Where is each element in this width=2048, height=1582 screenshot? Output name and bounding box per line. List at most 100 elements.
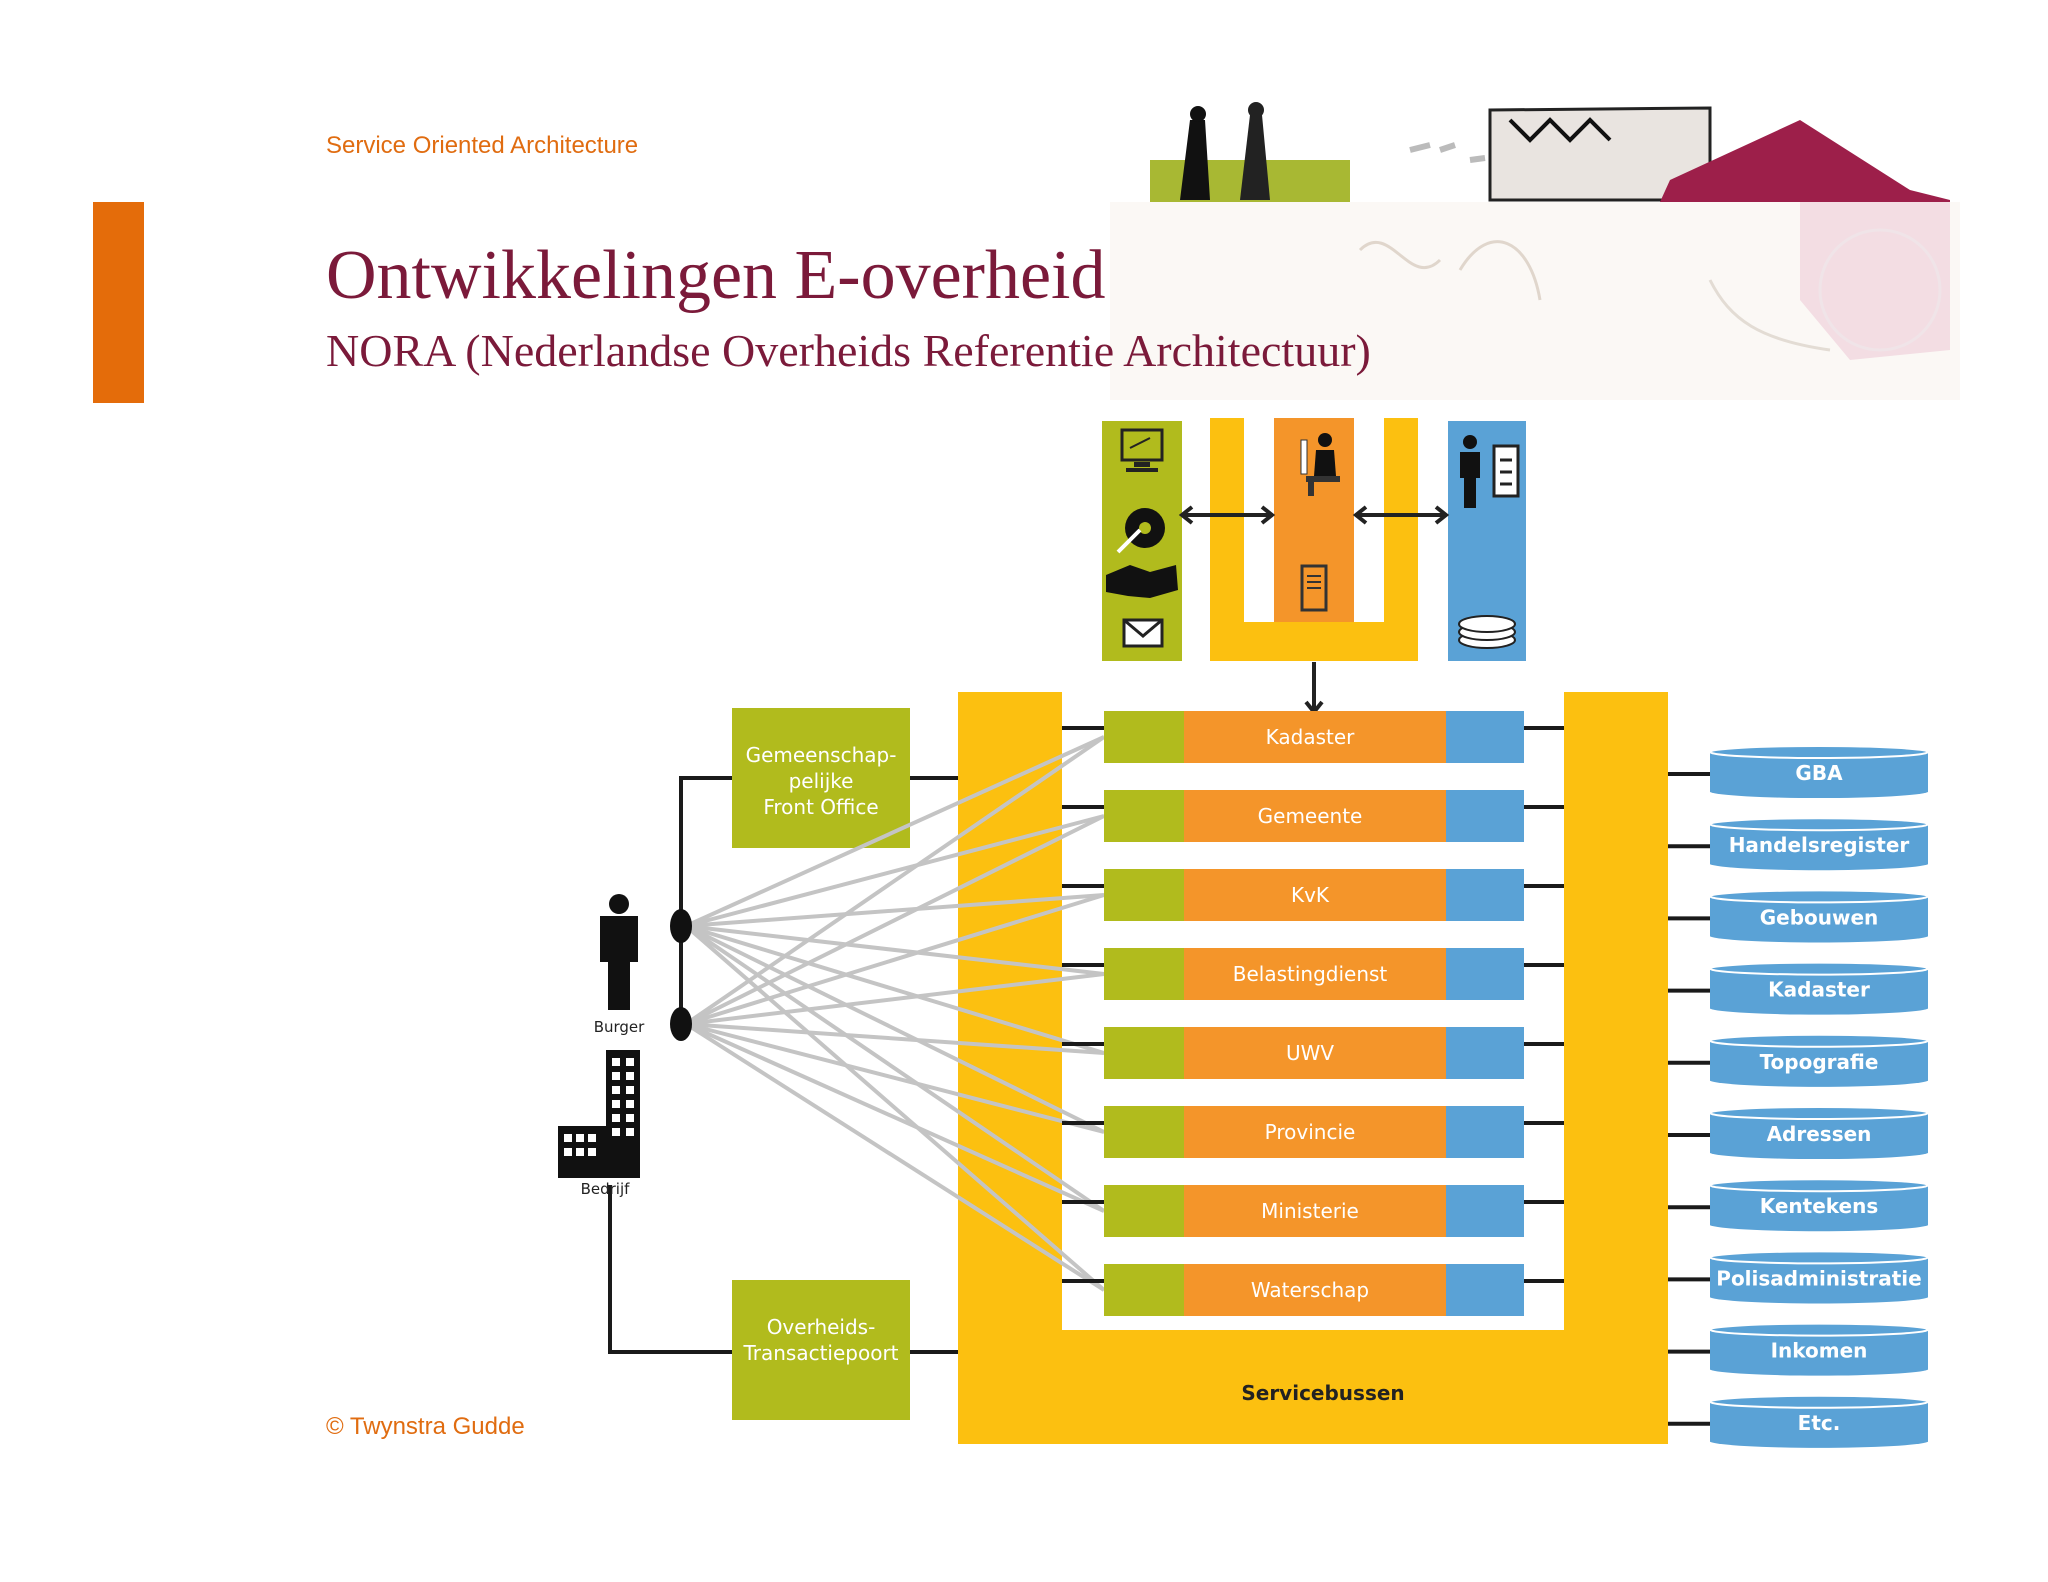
- front-office-bottom-box: [732, 1280, 910, 1420]
- front-office-bottom-line-2: Transactiepoort: [742, 1341, 898, 1365]
- org-label: Belastingdienst: [1233, 962, 1388, 986]
- database-disks-icon: [1458, 615, 1516, 649]
- register-cylinder-top: [1709, 889, 1929, 904]
- base-registers: GBA HandelsregisterGebouwenKadasterTopogr…: [1668, 745, 1929, 1448]
- business-link-kadaster: [684, 735, 1106, 1026]
- register-cylinder-body: [1710, 824, 1928, 871]
- register-label: Adressen: [1767, 1122, 1872, 1146]
- org-front-segment: [1104, 790, 1184, 842]
- register-etc-: Etc.: [1668, 1394, 1929, 1448]
- organisation-row-uwv: UWV: [1062, 1027, 1564, 1079]
- org-mid-segment: [1184, 1027, 1446, 1079]
- register-label: Topografie: [1760, 1050, 1879, 1074]
- citizen-link-gemeente: [685, 814, 1105, 928]
- organisation-row-ministerie: Ministerie: [1062, 1185, 1564, 1237]
- register-label: GBA: [1795, 761, 1843, 785]
- org-front-segment: [1104, 1264, 1184, 1316]
- business-link-belastingdienst: [685, 972, 1105, 1026]
- register-cylinder-top: [1709, 745, 1929, 759]
- register-gba: GBA: [1668, 745, 1929, 799]
- org-front-segment: [1104, 869, 1184, 921]
- organisation-row-waterschap: Waterschap: [1062, 1264, 1564, 1316]
- org-label: Gemeente: [1258, 804, 1363, 828]
- copyright-notice: © Twynstra Gudde: [326, 1413, 525, 1440]
- citizen-label: Burger: [594, 1018, 645, 1036]
- org-back-segment: [1446, 711, 1524, 763]
- business-link-waterschap: [684, 1022, 1106, 1292]
- org-back-segment: [1446, 1185, 1524, 1237]
- register-adressen: Adressen: [1668, 1106, 1929, 1160]
- business-link-kvk: [685, 893, 1105, 1026]
- business-link-provincie: [685, 1022, 1105, 1134]
- business-label: Bedrijf: [581, 1180, 631, 1198]
- citizen-link-belastingdienst: [685, 924, 1105, 976]
- header-sketch-illustration: [1110, 102, 1960, 400]
- org-mid-segment: [1184, 1185, 1446, 1237]
- business-link-gemeente: [685, 814, 1105, 1026]
- register-polisadministratie: Polisadministratie: [1668, 1250, 1929, 1304]
- page-title: Ontwikkelingen E-overheid: [326, 237, 1106, 314]
- register-label: Handelsregister: [1729, 833, 1910, 857]
- org-back-segment: [1446, 1027, 1524, 1079]
- register-cylinder-top: [1709, 1033, 1929, 1048]
- org-back-segment: [1446, 1264, 1524, 1316]
- mid-office-frame: [1210, 418, 1418, 661]
- register-cylinder-top: [1709, 1250, 1929, 1265]
- organisation-row-belastingdienst: Belastingdienst: [1062, 948, 1564, 1000]
- business-link-ministerie: [685, 1022, 1105, 1213]
- register-topografie: Topografie: [1668, 1033, 1929, 1087]
- register-label: Polisadministratie: [1716, 1266, 1921, 1290]
- org-back-segment: [1446, 948, 1524, 1000]
- org-label: Kadaster: [1266, 725, 1356, 749]
- citizen-hub-node: [670, 909, 692, 943]
- org-front-segment: [1104, 948, 1184, 1000]
- register-cylinder-body: [1710, 896, 1928, 943]
- register-cylinder-body: [1710, 968, 1928, 1015]
- register-cylinder-top: [1709, 1178, 1929, 1193]
- org-mid-segment: [1184, 1264, 1446, 1316]
- citizen-link-uwv: [685, 924, 1105, 1055]
- register-cylinder-top: [1709, 1394, 1929, 1409]
- organisation-row-provincie: Provincie: [1062, 1106, 1564, 1158]
- citizen-link-waterschap: [684, 924, 1106, 1292]
- register-kentekens: Kentekens: [1668, 1178, 1929, 1232]
- org-back-segment: [1446, 869, 1524, 921]
- register-cylinder-body: [1710, 1113, 1928, 1160]
- organisation-row-kvk: KvK: [1062, 869, 1564, 921]
- document-icon: [1300, 564, 1328, 612]
- mid-office-core: [1274, 418, 1354, 622]
- register-cylinder-top: [1709, 961, 1929, 976]
- org-label: Ministerie: [1261, 1199, 1359, 1223]
- organisation-row-kadaster: Kadaster: [1062, 711, 1564, 763]
- org-front-segment: [1104, 1106, 1184, 1158]
- org-front-segment: [1104, 1027, 1184, 1079]
- citizen-icon: [600, 894, 638, 1010]
- org-back-segment: [1446, 1106, 1524, 1158]
- organisation-row-gemeente: Gemeente: [1062, 790, 1564, 842]
- front-office-top-box: [732, 708, 910, 848]
- register-cylinder-body: [1710, 1257, 1928, 1304]
- monitor-icon: [1120, 428, 1164, 472]
- front-office-top-line-1: Gemeenschap-: [746, 743, 897, 767]
- citizen-link-ministerie: [684, 924, 1106, 1213]
- handshake-icon: [1106, 565, 1178, 598]
- channel-group: [1102, 418, 1526, 716]
- citizen-link-kvk: [685, 893, 1105, 928]
- org-mid-segment: [1184, 711, 1446, 763]
- business-link-uwv: [685, 1022, 1105, 1055]
- org-label: Provincie: [1265, 1120, 1356, 1144]
- org-front-segment: [1104, 1185, 1184, 1237]
- register-cylinder-body: [1710, 1329, 1928, 1376]
- front-office-connectors: [608, 776, 958, 1354]
- front-office-top-line-2: pelijke: [789, 769, 854, 793]
- register-gebouwen: Gebouwen: [1668, 889, 1929, 943]
- org-mid-segment: [1184, 869, 1446, 921]
- org-label: UWV: [1286, 1041, 1334, 1065]
- org-label: Waterschap: [1251, 1278, 1369, 1302]
- register-label: Kadaster: [1768, 978, 1870, 1002]
- service-bus-frame: [958, 692, 1668, 1444]
- service-bus-label: Servicebussen: [1241, 1381, 1404, 1405]
- register-label: Gebouwen: [1760, 905, 1879, 929]
